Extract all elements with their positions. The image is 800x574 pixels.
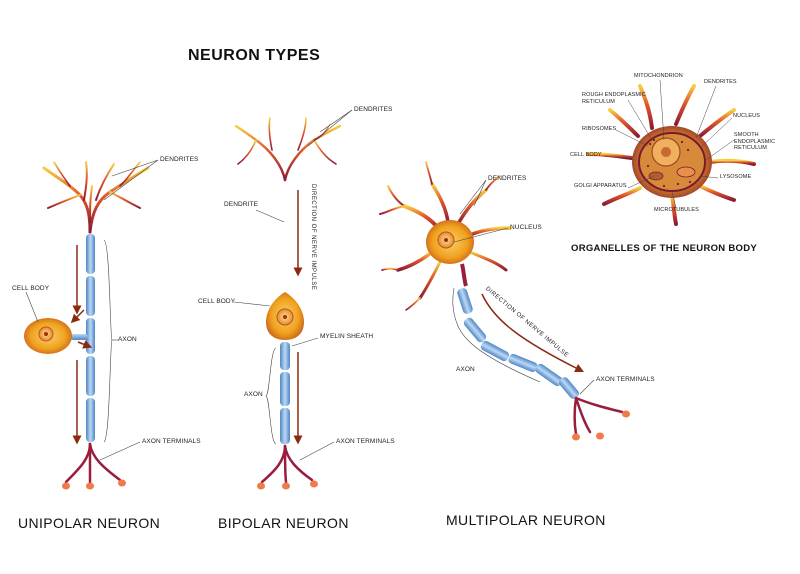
- bipolar-dendrite-label: DENDRITE: [224, 201, 259, 208]
- org-golgi-label: GOLGI APPARATUS: [574, 183, 627, 189]
- bipolar-cell-body-label: CELL BODY: [198, 298, 236, 305]
- multipolar-neuron: [379, 161, 630, 441]
- org-cell-body-label: CELL BODY: [570, 152, 602, 158]
- bipolar-cell-body: [266, 292, 304, 340]
- bipolar-myelin-sheath-label: MYELIN SHEATH: [320, 333, 374, 340]
- multipolar-nucleus-label: NUCLEUS: [510, 224, 542, 231]
- unipolar-cell-body-label: CELL BODY: [12, 285, 50, 292]
- multipolar-dendrites-label: DENDRITES: [488, 175, 527, 182]
- bipolar-neuron: [233, 109, 353, 490]
- multipolar-axon-label: AXON: [456, 366, 475, 373]
- organelles-title: ORGANELLES OF THE NEURON BODY: [571, 243, 758, 254]
- unipolar-axon: [70, 234, 95, 442]
- org-dendrites-label: DENDRITES: [704, 79, 737, 85]
- org-microtubules-label: MICROTUBULES: [654, 207, 699, 213]
- organelles-leader-lines: [603, 79, 735, 209]
- unipolar-leader-lines: [25, 159, 159, 461]
- multipolar-axon-terminals: [573, 396, 624, 436]
- multipolar-axon: [457, 263, 579, 399]
- unipolar-caption: UNIPOLAR NEURON: [18, 515, 161, 531]
- bipolar-direction-label: DIRECTION OF NERVE IMPULSE: [310, 184, 316, 291]
- bipolar-caption: BIPOLAR NEURON: [218, 515, 349, 531]
- unipolar-cell-body: [24, 318, 72, 354]
- org-lysosome-label: LYSOSOME: [720, 174, 752, 180]
- unipolar-axon-terminals: [64, 442, 122, 484]
- org-ribosomes-label: RIBOSOMES: [582, 126, 617, 132]
- org-mitochondrion-label: MITOCHONDRION: [634, 73, 683, 79]
- unipolar-dendrites: [42, 161, 150, 234]
- multipolar-direction-arrow: [481, 293, 585, 373]
- multipolar-cell-body: [426, 220, 474, 264]
- bipolar-axon-label: AXON: [244, 391, 263, 398]
- bipolar-axon-terminals: [260, 444, 314, 484]
- multipolar-axon-terminals-label: AXON TERMINALS: [596, 376, 655, 383]
- multipolar-leader-lines: [452, 179, 595, 395]
- multipolar-caption: MULTIPOLAR NEURON: [446, 512, 606, 528]
- unipolar-direction-arrows: [70, 245, 93, 445]
- bipolar-leader-lines: [233, 109, 353, 461]
- unipolar-neuron: [24, 159, 159, 490]
- bipolar-dendrites: [234, 117, 342, 294]
- org-rough-er-label: ROUGH ENDOPLASMIC RETICULUM: [582, 92, 646, 105]
- unipolar-axon-label: AXON: [118, 336, 137, 343]
- org-nucleus-label: NUCLEUS: [733, 113, 760, 119]
- unipolar-dendrites-label: DENDRITES: [160, 156, 199, 163]
- bipolar-dendrites-label: DENDRITES: [354, 106, 393, 113]
- organelles-cell: [586, 79, 756, 226]
- unipolar-axon-terminals-label: AXON TERMINALS: [142, 438, 201, 445]
- bipolar-axon-terminals-label: AXON TERMINALS: [336, 438, 395, 445]
- bipolar-axon: [280, 342, 290, 444]
- page-title: NEURON TYPES: [188, 47, 321, 64]
- org-smooth-er-label: SMOOTH ENDOPLASMIC RETICULUM: [734, 132, 776, 152]
